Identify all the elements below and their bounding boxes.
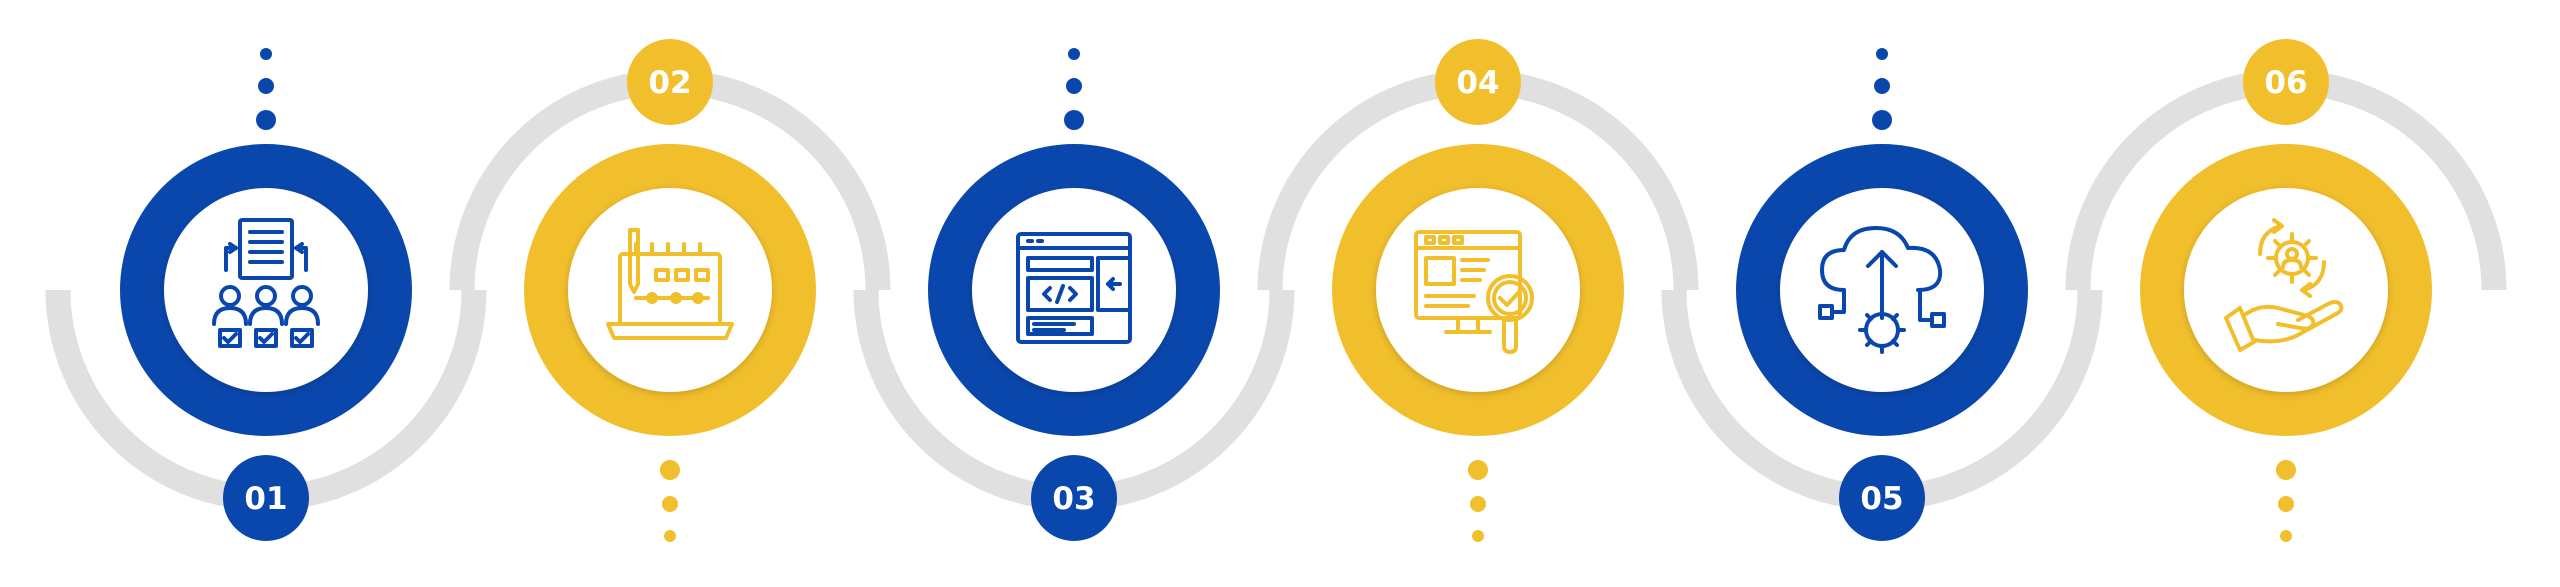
step-number-label: 01 xyxy=(244,481,287,517)
step-number-badge: 04 xyxy=(1435,39,1521,125)
step-inner-disc xyxy=(164,188,368,392)
step-01: 01 xyxy=(120,48,412,541)
step-number-label: 02 xyxy=(648,65,691,101)
step-dots xyxy=(1064,48,1084,130)
cloud-upload-gear-icon xyxy=(1792,200,1972,380)
step-number-label: 05 xyxy=(1860,481,1903,517)
step-dots xyxy=(1872,48,1892,130)
step-dots xyxy=(660,460,680,542)
step-04: 04 xyxy=(1332,39,1624,542)
step-dots xyxy=(1468,460,1488,542)
step-number-label: 04 xyxy=(1456,65,1499,101)
laptop-pen-planning-icon xyxy=(580,200,760,380)
step-02: 02 xyxy=(524,39,816,542)
step-number-badge: 05 xyxy=(1839,455,1925,541)
website-search-check-icon xyxy=(1388,200,1568,380)
step-number-label: 06 xyxy=(2264,65,2307,101)
step-number-badge: 02 xyxy=(627,39,713,125)
step-inner-disc xyxy=(568,188,772,392)
step-number-badge: 01 xyxy=(223,455,309,541)
step-dots xyxy=(2276,460,2296,542)
connector-track xyxy=(45,69,2507,511)
hand-gear-person-icon xyxy=(2196,200,2376,380)
team-document-review-icon xyxy=(176,200,356,380)
code-window-icon xyxy=(984,200,1164,380)
step-number-label: 03 xyxy=(1052,481,1095,517)
step-number-badge: 06 xyxy=(2243,39,2329,125)
step-dots xyxy=(256,48,276,130)
step-number-badge: 03 xyxy=(1031,455,1117,541)
